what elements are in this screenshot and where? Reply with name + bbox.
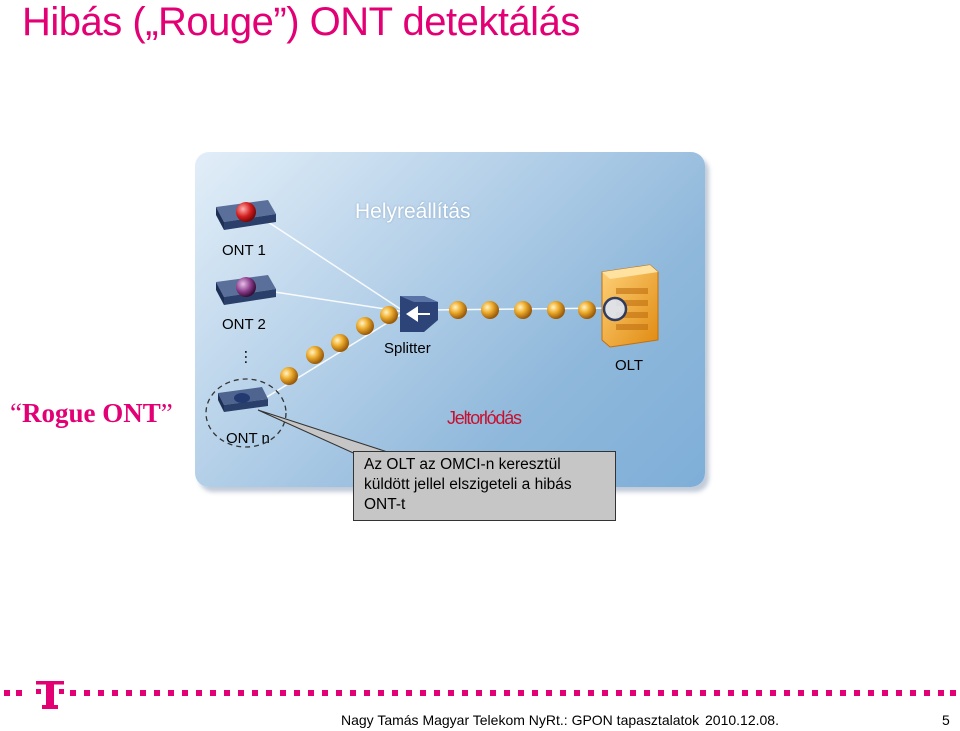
congestion-beads-right [449, 301, 596, 319]
olt-label: OLT [615, 357, 644, 374]
splitter-label: Splitter [384, 340, 431, 357]
ont-2-label: ONT 2 [222, 316, 266, 333]
callout-box: Az OLT az OMCI-n keresztül küldött jelle… [353, 451, 616, 521]
footer-author: Nagy Tamás Magyar Telekom NyRt.: GPON ta… [341, 712, 700, 728]
slide-title: Hibás („Rouge”) ONT detektálás [22, 0, 580, 44]
rogue-highlight [205, 378, 287, 448]
callout-pointer [257, 409, 401, 457]
splitter-icon [400, 296, 438, 332]
ont-2-device [216, 275, 276, 305]
ellipsis-mark: … [241, 349, 258, 365]
olt-device-icon [601, 264, 659, 348]
ont-n-label: ONT n [226, 430, 270, 447]
telekom-logo [34, 679, 66, 709]
footer-date: 2010.12.08. [705, 712, 779, 728]
footer-dot-band [4, 690, 956, 696]
panel-title: Helyreállítás [355, 200, 471, 223]
ont-n-device [218, 387, 268, 412]
congestion-label: Jeltorlódás [447, 408, 522, 428]
footer-page-number: 5 [942, 712, 950, 728]
congestion-beads-up [280, 306, 398, 385]
ont-1-label: ONT 1 [222, 242, 266, 259]
rogue-ont-label: “Rogue ONT” [10, 398, 173, 428]
ont-1-device [216, 200, 276, 230]
